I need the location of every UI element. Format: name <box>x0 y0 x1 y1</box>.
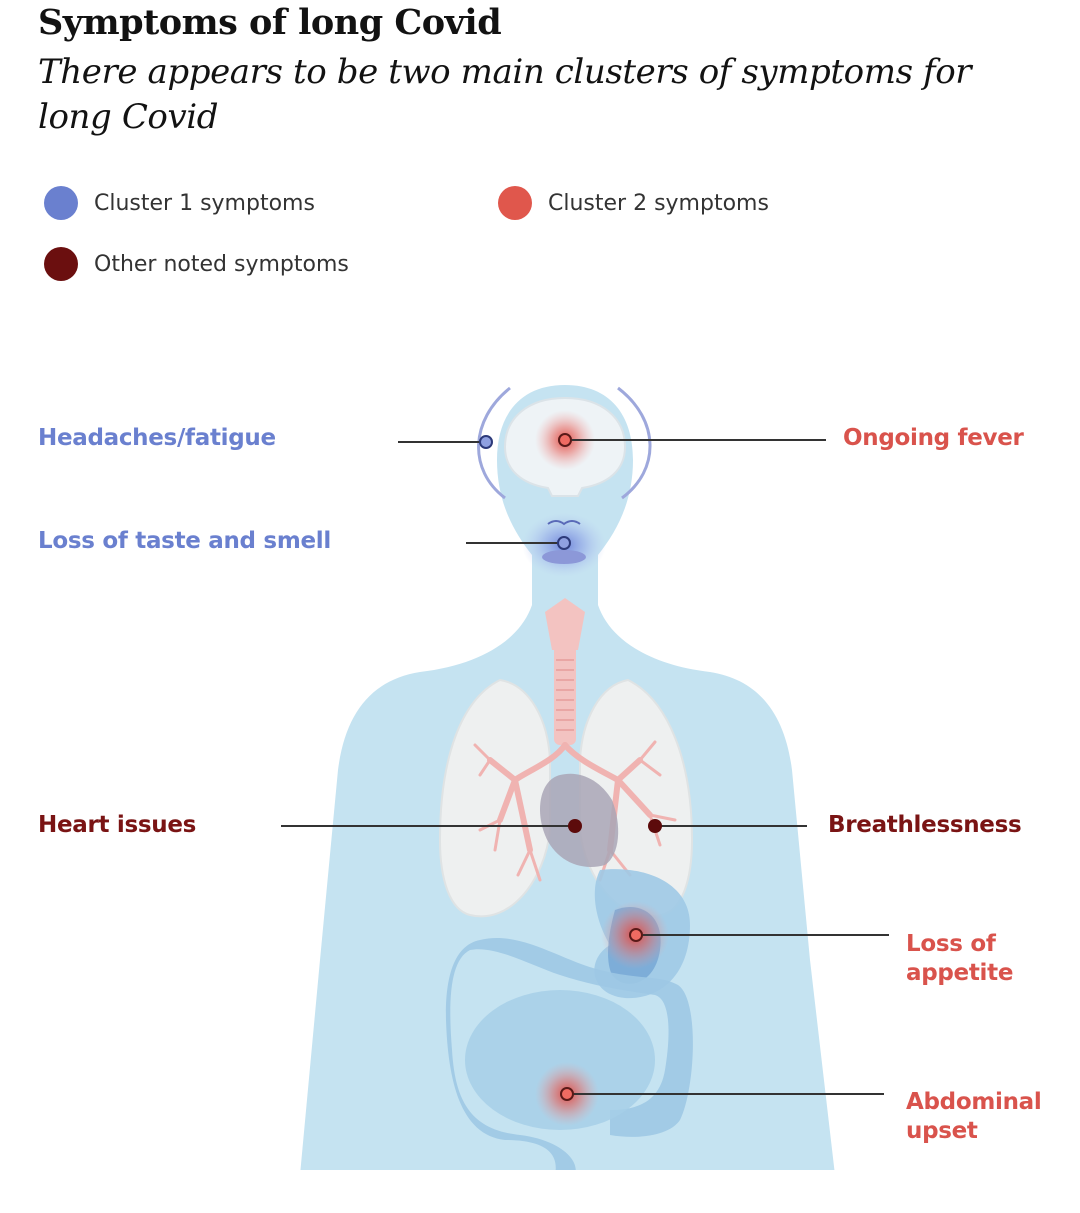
label-loss-of-appetite-line-2: appetite <box>906 959 1013 988</box>
appetite-marker <box>630 929 642 941</box>
label-heart-issues: Heart issues <box>38 811 196 840</box>
taste-marker <box>558 537 570 549</box>
headaches-marker <box>480 436 492 448</box>
label-abdominal-upset-line-1: Abdominal <box>906 1088 1041 1117</box>
breathlessness-marker <box>648 819 662 833</box>
heart-marker <box>568 819 582 833</box>
label-ongoing-fever: Ongoing fever <box>843 424 1024 453</box>
label-breathlessness: Breathlessness <box>828 811 1021 840</box>
label-abdominal-upset: Abdominal upset <box>906 1088 1041 1146</box>
label-loss-of-appetite: Loss of appetite <box>906 930 1013 988</box>
label-abdominal-upset-line-2: upset <box>906 1117 1041 1146</box>
label-loss-of-taste-and-smell: Loss of taste and smell <box>38 527 331 556</box>
abdominal-marker <box>561 1088 573 1100</box>
fever-marker <box>559 434 571 446</box>
label-loss-of-appetite-line-1: Loss of <box>906 930 1013 959</box>
tongue-shape <box>542 550 586 564</box>
label-headaches-fatigue: Headaches/fatigue <box>38 424 276 453</box>
